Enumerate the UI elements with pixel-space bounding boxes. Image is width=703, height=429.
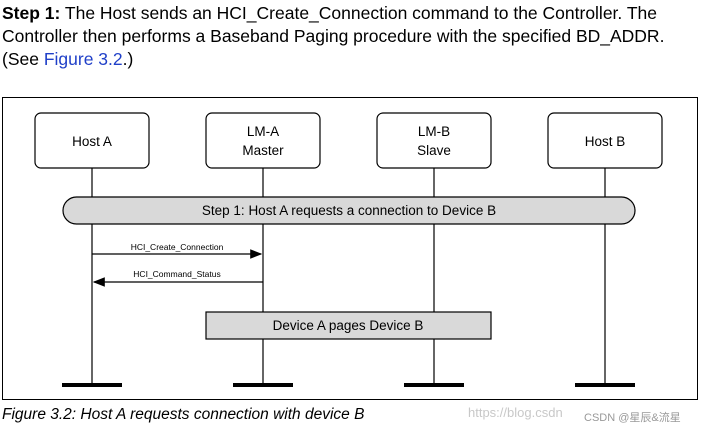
participant-lm-b-line1: LM-B <box>418 124 450 139</box>
watermark-url: https://blog.csdn <box>468 405 563 420</box>
watermark-badge: CSDN @星辰&流星 <box>584 412 681 424</box>
step-label: Step 1: <box>2 3 61 23</box>
process-box-label: Device A pages Device B <box>273 318 424 333</box>
process-box: Device A pages Device B <box>205 311 492 340</box>
participant-host-a: Host A <box>34 112 150 169</box>
participant-lm-a-line2: Master <box>242 143 284 158</box>
figure-link[interactable]: Figure 3.2 <box>43 49 123 69</box>
participant-lm-a-line1: LM-A <box>247 124 279 139</box>
participant-lm-a: LM-A Master <box>205 112 321 169</box>
intro-paragraph: Step 1: The Host sends an HCI_Create_Con… <box>2 2 692 71</box>
message-label: HCI_Create_Connection <box>131 242 224 252</box>
intro-text: The Host sends an HCI_Create_Connection … <box>2 3 665 69</box>
diagram-frame <box>2 97 698 400</box>
intro-text-end: .) <box>122 49 134 69</box>
participant-lm-b: LM-B Slave <box>376 112 492 169</box>
participant-lm-b-line2: Slave <box>417 143 451 158</box>
participant-host-b: Host B <box>547 112 663 169</box>
participant-host-b-label: Host B <box>585 134 626 149</box>
message-label: HCI_Command_Status <box>133 269 220 279</box>
message-hci-command-status: HCI_Command_Status <box>92 269 263 287</box>
participant-host-a-label: Host A <box>72 134 112 149</box>
message-hci-create-connection: HCI_Create_Connection <box>92 242 263 259</box>
step-banner: Step 1: Host A requests a connection to … <box>62 196 636 225</box>
figure-caption: Figure 3.2: Host A requests connection w… <box>2 406 365 423</box>
step-banner-label: Step 1: Host A requests a connection to … <box>202 203 496 218</box>
